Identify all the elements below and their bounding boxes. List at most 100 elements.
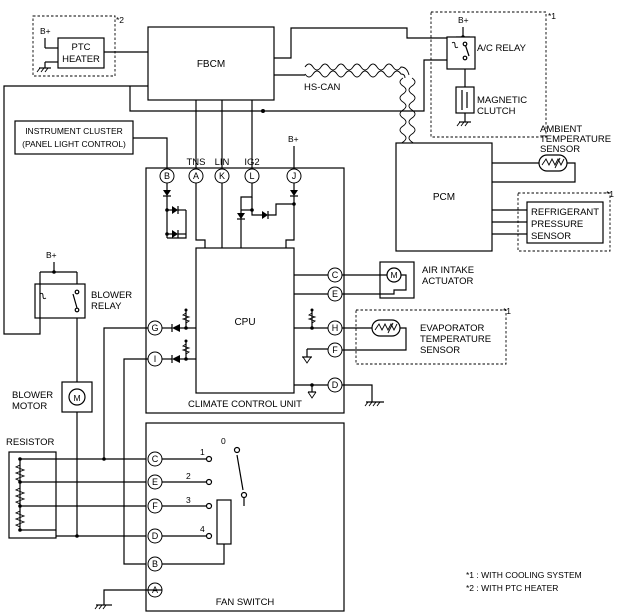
ccu-b-plus: B+ bbox=[288, 134, 299, 144]
ccu-pin-f: F bbox=[327, 342, 343, 358]
ccu-pin-i: I bbox=[147, 351, 163, 367]
note-ptc-heater: *2 : WITH PTC HEATER bbox=[466, 583, 558, 593]
svg-text:F: F bbox=[332, 345, 338, 355]
blower-relay-label-2: RELAY bbox=[91, 301, 122, 312]
fan-pin-f: F bbox=[147, 498, 163, 514]
air-intake-label-1: AIR INTAKE bbox=[422, 265, 474, 276]
ccu-pin-d: D bbox=[327, 377, 343, 393]
evaporator-label-1: EVAPORATOR bbox=[420, 323, 485, 334]
refrigerant-sensor-group: *1 REFRIGERANT PRESSURE SENSOR bbox=[492, 189, 614, 252]
ac-relay-box bbox=[446, 36, 476, 70]
air-intake-motor-symbol: M bbox=[390, 270, 397, 280]
svg-text:D: D bbox=[332, 380, 339, 390]
fan-switch-group: FAN SWITCH C E F D B A 1 2 3 4 0 bbox=[94, 422, 345, 612]
legend-notes: *1 : WITH COOLING SYSTEM *2 : WITH PTC H… bbox=[466, 570, 582, 593]
relay-coil-icon bbox=[451, 41, 459, 49]
ccu-pin-k: K bbox=[214, 168, 230, 184]
ptc-heater-box bbox=[57, 37, 105, 69]
svg-text:H: H bbox=[332, 323, 339, 333]
fan-position-1: 1 bbox=[200, 447, 205, 457]
ccu-pin-j: J bbox=[286, 168, 302, 184]
cpu-label: CPU bbox=[234, 317, 255, 328]
evaporator-label-2: TEMPERATURE bbox=[420, 334, 491, 345]
refrigerant-sensor-label-3: SENSOR bbox=[531, 231, 571, 242]
evaporator-label-3: SENSOR bbox=[420, 345, 460, 356]
pcm-box bbox=[395, 142, 493, 252]
svg-text:A: A bbox=[193, 171, 199, 181]
ac-relay-b-plus: B+ bbox=[458, 15, 469, 25]
diode-icon bbox=[172, 324, 180, 332]
fbcm-label: FBCM bbox=[197, 59, 225, 70]
ambient-sensor-label-3: SENSOR bbox=[540, 144, 580, 155]
cpu-box bbox=[195, 247, 295, 394]
pcm-label: PCM bbox=[433, 192, 455, 203]
svg-text:F: F bbox=[152, 501, 158, 511]
motor-icon bbox=[68, 388, 86, 406]
fan-position-3: 3 bbox=[186, 495, 191, 505]
blower-relay-box bbox=[34, 283, 86, 319]
ac-relay-group: *1 B+ A/C RELAY MAGNETIC CLUTCH bbox=[430, 11, 556, 138]
svg-text:K: K bbox=[219, 171, 225, 181]
fan-pin-d: D bbox=[147, 528, 163, 544]
refrigerant-marker: *1 bbox=[606, 189, 614, 199]
svg-text:L: L bbox=[249, 171, 254, 181]
evaporator-sensor-group: *1 EVAPORATOR TEMPERATURE SENSOR bbox=[342, 306, 511, 365]
ac-relay-marker: *1 bbox=[548, 11, 556, 21]
fan-position-2: 2 bbox=[186, 471, 191, 481]
ccu-pin-e: E bbox=[327, 286, 343, 302]
blower-motor-group: M BLOWER MOTOR bbox=[12, 381, 93, 536]
hs-can-twisted-pair-1 bbox=[304, 63, 410, 76]
svg-text:B: B bbox=[152, 559, 158, 569]
instrument-cluster-group: INSTRUMENT CLUSTER (PANEL LIGHT CONTROL) bbox=[14, 120, 168, 168]
ccu-pin-h: H bbox=[327, 320, 343, 336]
ptc-heater-group: *2 B+ PTC HEATER bbox=[32, 15, 148, 77]
diode-icon bbox=[237, 213, 245, 219]
air-intake-actuator-group: M AIR INTAKE ACTUATOR bbox=[342, 261, 474, 299]
climate-control-unit-group: CLIMATE CONTROL UNIT TNS LIN IG2 B+ B A … bbox=[145, 100, 384, 414]
air-intake-label-2: ACTUATOR bbox=[422, 276, 474, 287]
magnetic-clutch-label-2: CLUTCH bbox=[477, 106, 516, 117]
fan-pin-e: E bbox=[147, 474, 163, 490]
ccu-label: CLIMATE CONTROL UNIT bbox=[188, 399, 302, 410]
ac-relay-dashed-frame bbox=[430, 11, 547, 138]
fan-switch-box bbox=[145, 422, 345, 612]
ptc-heater-dashed-frame bbox=[32, 15, 116, 77]
svg-text:E: E bbox=[152, 477, 158, 487]
diode-icon bbox=[172, 355, 180, 363]
diode-icon bbox=[163, 190, 171, 196]
refrigerant-sensor-label-1: REFRIGERANT bbox=[531, 207, 599, 218]
fan-pin-b: B bbox=[147, 556, 163, 572]
pcm-group: PCM bbox=[395, 142, 493, 252]
svg-text:B: B bbox=[164, 171, 170, 181]
ac-relay-label: A/C RELAY bbox=[477, 43, 527, 54]
fbcm-group: FBCM bbox=[147, 26, 275, 101]
magnetic-clutch-box bbox=[455, 86, 475, 114]
ambient-sensor-label-2: TEMPERATURE bbox=[540, 134, 611, 145]
refrigerant-sensor-label-2: PRESSURE bbox=[531, 219, 583, 230]
ccu-pin-b: B bbox=[159, 168, 175, 184]
resistor-label: RESISTOR bbox=[6, 437, 55, 448]
ccu-pin-label-tns: TNS bbox=[187, 157, 206, 168]
fan-switch-contact-bar bbox=[216, 499, 232, 545]
ground-icon bbox=[302, 356, 312, 364]
ccu-pin-g: G bbox=[147, 320, 163, 336]
instrument-cluster-label-2: (PANEL LIGHT CONTROL) bbox=[22, 139, 126, 149]
ambient-sensor-group: AMBIENT TEMPERATURE SENSOR bbox=[492, 124, 611, 183]
relay-switch-icon bbox=[72, 293, 78, 309]
fan-switch-lever-icon bbox=[236, 454, 244, 491]
ptc-heater-label-1: PTC bbox=[72, 42, 91, 53]
blower-relay-group: B+ BLOWER RELAY bbox=[34, 250, 148, 459]
evaporator-marker: *1 bbox=[503, 306, 511, 316]
ccu-pin-label-ig2: IG2 bbox=[244, 157, 259, 168]
relay-coil-icon bbox=[39, 292, 47, 300]
svg-text:C: C bbox=[332, 270, 339, 280]
svg-text:D: D bbox=[152, 531, 159, 541]
blower-motor-label-2: MOTOR bbox=[12, 401, 47, 412]
evaporator-dashed-frame bbox=[355, 309, 507, 365]
blower-motor-label-1: BLOWER bbox=[12, 390, 53, 401]
blower-relay-b-plus: B+ bbox=[46, 250, 57, 260]
ccu-pin-label-lin: LIN bbox=[215, 157, 230, 168]
svg-text:C: C bbox=[152, 454, 159, 464]
svg-text:I: I bbox=[154, 354, 157, 364]
